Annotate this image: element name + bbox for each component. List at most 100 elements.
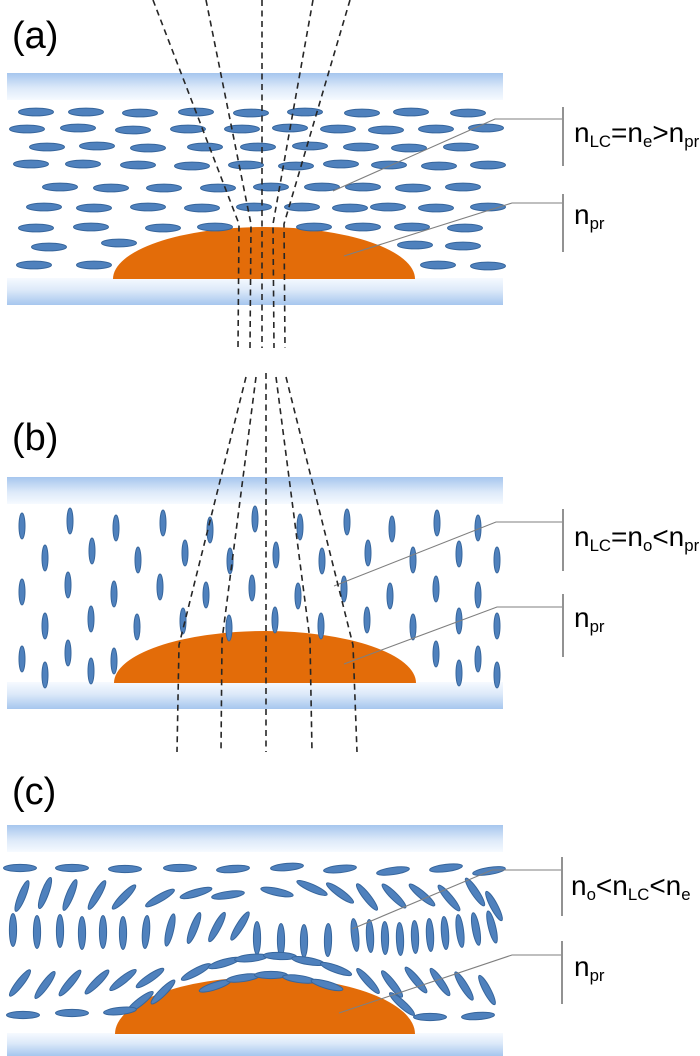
lc-molecule [368,125,404,135]
light-ray-dashed [275,376,313,753]
lc-molecule [310,978,344,992]
top-glass-plate [7,825,503,852]
lc-molecule [461,1011,495,1021]
lc-molecule [34,970,56,1000]
lc-molecule [253,182,289,192]
lc-molecule [493,546,501,574]
lc-molecule [202,581,210,609]
lc-molecule [364,539,372,567]
lc-molecule [159,509,167,537]
lc-molecule [485,890,503,922]
lc-molecule [55,863,89,873]
lc-molecule [433,509,441,537]
lc-molecule [320,124,356,134]
lc-molecule [272,541,280,569]
lc-molecule [493,661,501,689]
lc-molecule [8,969,32,997]
lc-molecule [146,183,182,193]
lc-molecule [343,508,351,536]
lc-molecule [122,108,158,118]
lc-molecule [101,238,137,248]
lc-molecule [224,124,260,134]
lc-molecule [179,607,187,635]
lc-molecule [252,921,262,955]
lc-molecule [29,142,65,152]
lc-molecule [363,606,371,634]
lc-molecule [88,537,96,565]
lc-molecule [207,956,241,970]
lc-molecule [110,647,118,675]
lc-molecule [110,580,118,608]
lc-molecule [103,1006,137,1016]
light-ray-dashed [285,376,358,753]
lc-molecule [79,141,115,151]
lc-molecule [260,886,294,898]
lc-molecule [248,574,256,602]
lc-molecule [391,143,427,153]
lc-molecule [73,222,109,232]
lc-molecule [395,183,431,193]
lc-molecule [332,203,368,213]
lc-molecule [370,202,406,212]
lc-molecule [41,544,49,572]
lc-molecule [66,507,74,535]
lc-molecule [355,883,379,911]
lc-molecule [470,912,482,946]
lc-molecule [432,640,440,668]
lc-molecule [55,1008,89,1018]
lc-molecule [14,880,30,912]
lc-molecule [68,107,104,117]
lc-molecule [98,915,108,949]
lc-molecule [413,1012,447,1022]
lc-molecule [42,182,78,192]
lc-molecule [163,863,197,873]
lc-molecule [251,505,259,533]
lc-molecule [343,142,379,152]
lc-molecule [133,613,141,641]
lc-molecule [174,161,210,171]
lc-molecule [340,575,348,603]
lc-molecule [41,612,49,640]
lc-molecule [208,911,226,943]
lc-molecule [296,222,332,232]
lc-molecule [356,968,380,994]
lc-molecule [393,107,429,117]
lc-molecule [319,961,353,977]
lc-molecule [37,876,53,910]
lc-molecule [145,223,181,233]
lc-molecule [380,970,404,998]
label-leader-line [333,521,562,587]
lc-molecule [87,880,107,910]
lc-molecule [109,968,137,992]
lc-molecule [296,880,328,896]
lc-molecule [325,882,355,904]
lc-molecule [404,966,428,994]
lc-molecule [474,645,482,673]
lc-molecule [135,967,165,989]
lc-molecule [429,863,463,873]
lc-molecule [454,971,474,1001]
lc-molecule [225,614,233,642]
light-ray-dashed [205,0,252,349]
lc-molecule [145,888,175,908]
lc-molecule [108,864,142,874]
lc-molecule [409,546,417,574]
polymer-prism-dome [115,977,415,1034]
lc-molecule [345,222,381,232]
light-ray-dashed [272,0,314,349]
lc-molecule [55,914,65,948]
lc-molecule [120,160,156,170]
label-leader-line [343,606,562,665]
lc-molecule [486,910,498,944]
lc-molecule [455,914,465,948]
polymer-prism-dome [114,631,416,683]
panel-b [7,373,564,753]
lc-molecule [134,546,142,574]
lc-molecule [345,182,381,192]
lc-molecule [186,912,202,944]
lc-molecule [118,916,128,950]
lc-molecule [240,142,276,152]
lc-molecule [76,260,112,270]
top-glass-plate [7,477,503,504]
